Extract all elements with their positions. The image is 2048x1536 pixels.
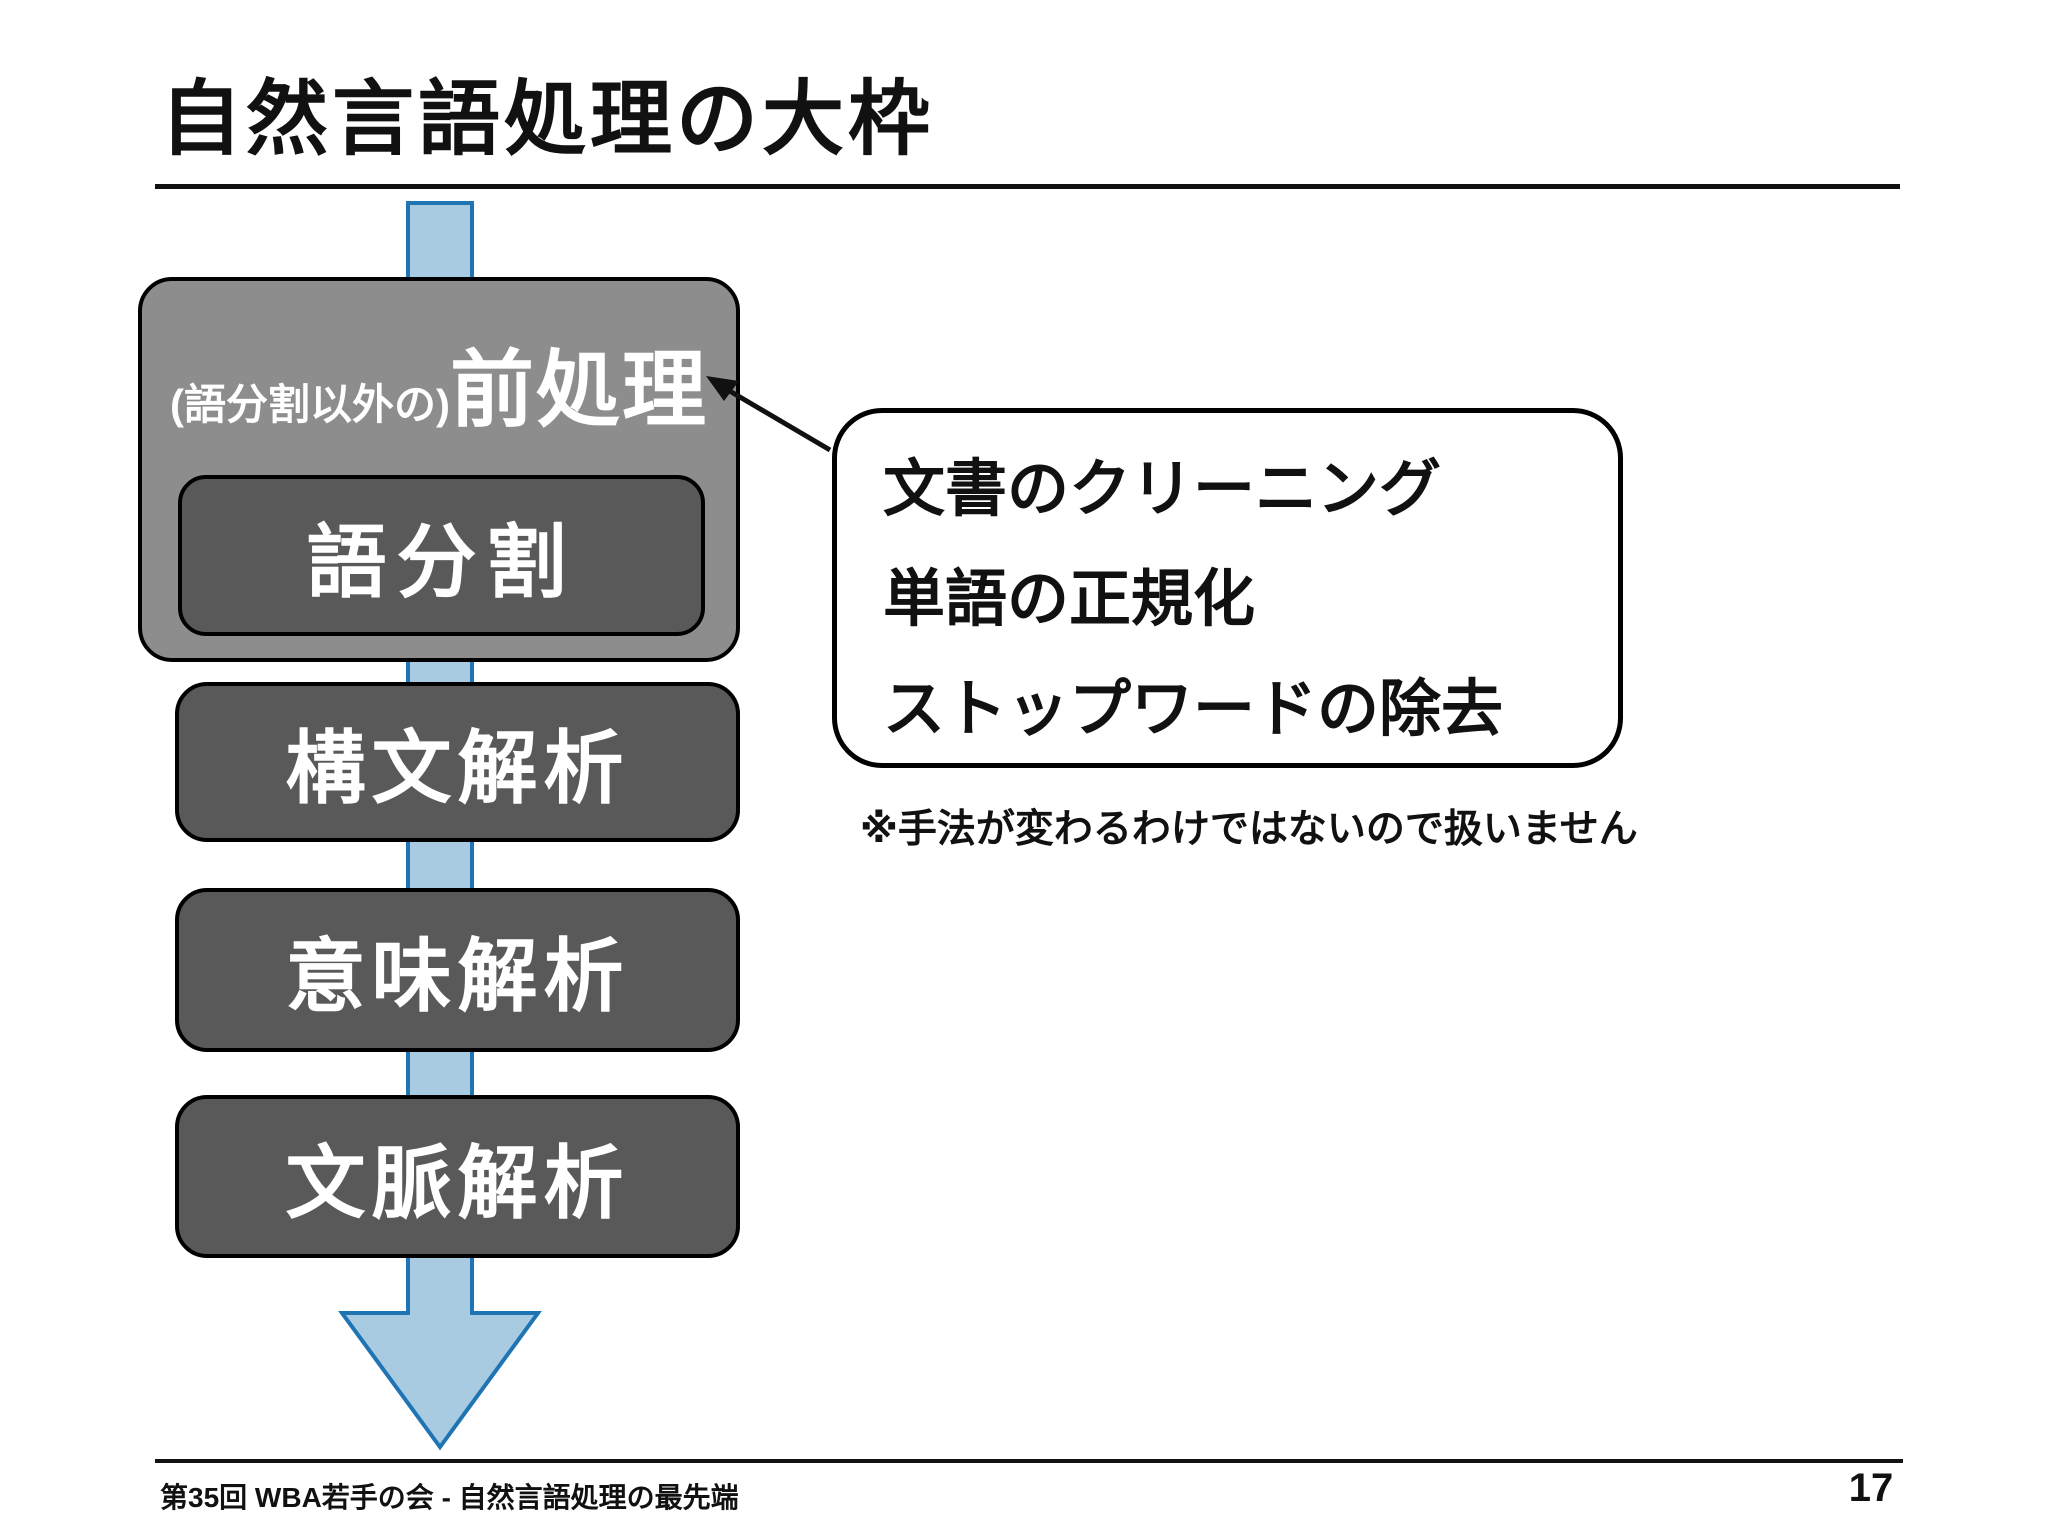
- step-label-semantic: 意味解析: [285, 932, 630, 1021]
- step-box-context-analysis: 文脈解析: [175, 1095, 740, 1258]
- preprocess-title: 前処理: [449, 343, 708, 437]
- preprocess-box: (語分割以外の)前処理 語分割: [138, 277, 740, 662]
- page-number: 17: [1848, 1466, 1894, 1510]
- callout-line-cleaning: 文書のクリーニング: [883, 455, 1442, 524]
- callout-bubble: 文書のクリーニング 単語の正規化 ストップワードの除去: [832, 408, 1623, 768]
- preprocess-prefix: (語分割以外の): [170, 381, 450, 428]
- footer-text: 第35回 WBA若手の会 - 自然言語処理の最先端: [160, 1482, 739, 1513]
- page-title: 自然言語処理の大枠: [160, 74, 935, 165]
- title-rule: [155, 184, 1900, 189]
- callout-line-stopwords: ストップワードの除去: [883, 675, 1504, 744]
- step-label-context: 文脈解析: [285, 1138, 630, 1228]
- word-segmentation-box: 語分割: [178, 475, 705, 636]
- callout-line-normalization: 単語の正規化: [883, 565, 1256, 634]
- word-segmentation-label: 語分割: [306, 517, 577, 607]
- step-label-syntactic: 構文解析: [285, 724, 630, 813]
- step-box-semantic-analysis: 意味解析: [175, 888, 740, 1052]
- preprocess-label: (語分割以外の)前処理: [142, 323, 736, 443]
- step-box-syntactic-analysis: 構文解析: [175, 682, 740, 842]
- method-note: ※手法が変わるわけではないので扱いません: [860, 808, 1638, 851]
- footer-rule: [155, 1459, 1903, 1463]
